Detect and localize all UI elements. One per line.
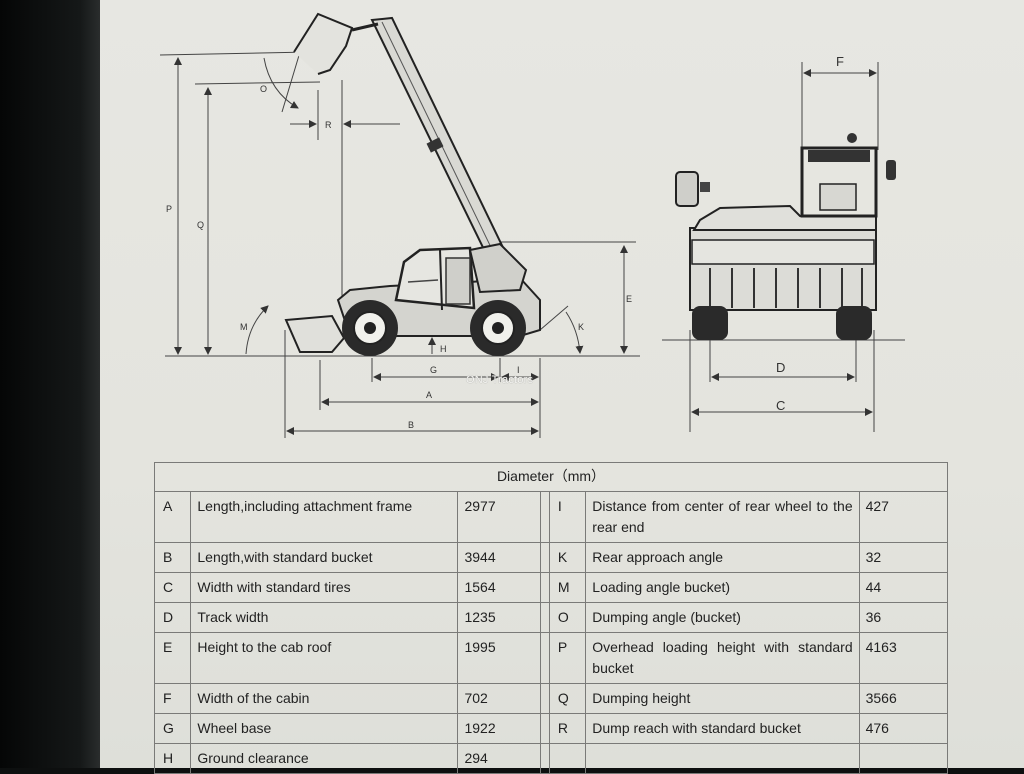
spec-description: Length,including attachment frame <box>190 491 459 543</box>
spec-letter: M <box>548 572 587 603</box>
spec-letter: R <box>548 713 587 744</box>
spec-value: 32 <box>858 542 949 573</box>
spec-letter: O <box>548 602 587 633</box>
column-gap <box>539 713 550 744</box>
spec-letter: F <box>153 683 192 714</box>
spec-description: Dumping height <box>585 683 860 714</box>
label-k: K <box>578 322 584 332</box>
spec-value: 702 <box>457 683 541 714</box>
column-gap <box>539 542 550 573</box>
spec-description: Distance from center of rear wheel to th… <box>585 491 860 543</box>
spec-value: 3566 <box>858 683 949 714</box>
spec-description: Wheel base <box>190 713 459 744</box>
table-row: C Width with standard tires 1564 M Loadi… <box>153 572 949 603</box>
spec-letter: H <box>153 743 192 774</box>
table-row: G Wheel base 1922 R Dump reach with stan… <box>153 713 949 744</box>
spec-value <box>858 743 949 774</box>
spec-description: Dumping angle (bucket) <box>585 602 860 633</box>
spec-letter: I <box>548 491 587 543</box>
column-gap <box>539 491 550 543</box>
spec-value: 294 <box>457 743 541 774</box>
spec-letter: G <box>153 713 192 744</box>
label-b: B <box>408 420 414 430</box>
spec-letter: E <box>153 632 192 684</box>
spec-description: Dump reach with standard bucket <box>585 713 860 744</box>
spec-description: Track width <box>190 602 459 633</box>
side-view-telehandler <box>284 12 541 356</box>
spec-letter: K <box>548 542 587 573</box>
spec-value: 476 <box>858 713 949 744</box>
spec-letter: P <box>548 632 587 684</box>
column-gap <box>539 602 550 633</box>
spec-value: 1922 <box>457 713 541 744</box>
label-q: Q <box>197 220 204 230</box>
spec-description: Rear approach angle <box>585 542 860 573</box>
table-row: F Width of the cabin 702 Q Dumping heigh… <box>153 683 949 714</box>
spec-letter: D <box>153 602 192 633</box>
spec-value: 36 <box>858 602 949 633</box>
spec-description: Loading angle bucket) <box>585 572 860 603</box>
spec-description: Width with standard tires <box>190 572 459 603</box>
spec-value: 2977 <box>457 491 541 543</box>
table-caption-row: Diameter（mm） <box>154 462 948 492</box>
spec-letter: B <box>153 542 192 573</box>
label-f: F <box>836 54 844 69</box>
spec-value: 1235 <box>457 602 541 633</box>
label-a: A <box>426 390 432 400</box>
spec-description: Length,with standard bucket <box>190 542 459 573</box>
label-e: E <box>626 294 632 304</box>
label-h: H <box>440 344 447 354</box>
table-row: A Length,including attachment frame 2977… <box>153 491 949 543</box>
label-p: P <box>166 204 172 214</box>
table-caption: Diameter（mm） <box>154 462 948 492</box>
column-gap <box>539 683 550 714</box>
label-i: I <box>517 365 520 375</box>
spec-value: 3944 <box>457 542 541 573</box>
table-row: E Height to the cab roof 1995 P Overhead… <box>153 632 949 684</box>
table-row: H Ground clearance 294 <box>153 743 949 774</box>
label-r: R <box>325 120 332 130</box>
spec-value: 44 <box>858 572 949 603</box>
spec-description: Overhead loading height with standard bu… <box>585 632 860 684</box>
rear-view-telehandler <box>675 133 896 340</box>
spec-letter <box>548 743 587 774</box>
spec-letter: A <box>153 491 192 543</box>
spec-description <box>585 743 860 774</box>
spec-letter: C <box>153 572 192 603</box>
spec-description: Ground clearance <box>190 743 459 774</box>
column-gap <box>539 572 550 603</box>
label-g: G <box>430 365 437 375</box>
spec-description: Width of the cabin <box>190 683 459 714</box>
label-m: M <box>240 322 248 332</box>
spec-description: Height to the cab roof <box>190 632 459 684</box>
spec-value: 1564 <box>457 572 541 603</box>
spec-letter: Q <box>548 683 587 714</box>
dimension-spec-table: Diameter（mm） A Length,including attachme… <box>153 462 949 774</box>
table-row: D Track width 1235 O Dumping angle (buck… <box>153 602 949 633</box>
label-d: D <box>776 360 785 375</box>
telehandler-dimension-drawing: O R P Q M H G I A B E K F D C <box>159 12 905 438</box>
column-gap <box>539 743 550 774</box>
spec-value: 427 <box>858 491 949 543</box>
monitor-bezel <box>0 0 100 768</box>
column-gap <box>539 632 550 684</box>
spec-value: 4163 <box>858 632 949 684</box>
table-row: B Length,with standard bucket 3944 K Rea… <box>153 542 949 573</box>
label-c: C <box>776 398 785 413</box>
spec-value: 1995 <box>457 632 541 684</box>
label-o: O <box>260 84 267 94</box>
watermark-text: ONJ Tractors <box>466 374 534 386</box>
